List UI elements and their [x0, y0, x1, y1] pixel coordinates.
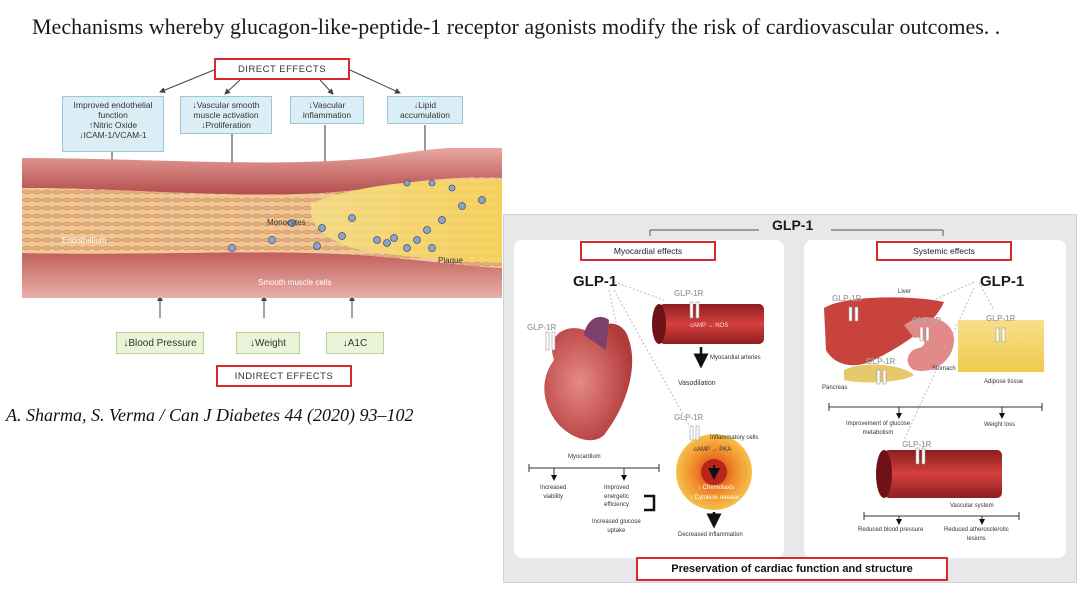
- systemic-effects-text: Systemic effects: [913, 246, 975, 256]
- systemic-receptor-stomach: GLP-1R: [912, 316, 942, 325]
- direct-box-4-line-2: accumulation: [399, 110, 451, 120]
- myocardial-effects-text: Myocardial effects: [613, 246, 683, 256]
- blood-pressure-text: ↓Blood Pressure: [123, 337, 197, 349]
- systemic-illustration: [824, 281, 1044, 525]
- myocardium-label: Myocardium: [568, 454, 601, 460]
- reduced-athero-line-2: lesions: [967, 535, 986, 542]
- efficiency-line-3: efficiency: [604, 502, 629, 508]
- systemic-effects-label: Systemic effects: [876, 241, 1012, 261]
- direct-box-1-line-1: Improved endothelial: [73, 100, 153, 110]
- liver-label: Liver: [898, 289, 912, 295]
- systemic-glp1: GLP-1: [980, 273, 1025, 290]
- direct-box-endothelial: Improved endothelial function ↑Nitric Ox…: [62, 96, 164, 152]
- indirect-effects-text: INDIRECT EFFECTS: [234, 370, 334, 382]
- slide-title: Mechanisms whereby glucagon-like-peptide…: [32, 14, 1001, 39]
- systemic-receptor-adipose: GLP-1R: [986, 314, 1016, 323]
- direct-box-smooth-muscle: ↓Vascular smooth muscle activation ↓Prol…: [180, 96, 272, 134]
- adipose-label: Adipose tissue: [984, 379, 1024, 385]
- direct-box-2-line-3: ↓Proliferation: [201, 120, 251, 130]
- preservation-text: Preservation of cardiac function and str…: [671, 563, 913, 575]
- smooth-muscle-label: Smooth muscle cells: [258, 278, 332, 287]
- glucose-uptake-line-1: Increased glucose: [592, 519, 641, 525]
- direct-box-1-line-4: ↓ICAM-1/VCAM-1: [79, 130, 147, 140]
- direct-box-4-line-1: ↓Lipid: [413, 100, 437, 110]
- glp1-header: GLP-1: [772, 217, 814, 233]
- indirect-box-a1c: ↓A1C: [326, 332, 384, 354]
- efficiency-line-1: Improved: [604, 485, 630, 491]
- increased-viability: Increased viability: [540, 484, 566, 501]
- chemotaxis-label: ↓ Chemotaxis: [698, 485, 735, 491]
- myocardial-glp1: GLP-1: [573, 273, 618, 290]
- systemic-receptor-liver: GLP-1R: [832, 294, 862, 303]
- indirect-box-blood-pressure: ↓Blood Pressure: [116, 332, 204, 354]
- glucose-metabolism-line-1: Improvement of glucose: [846, 421, 911, 427]
- direct-box-1-line-2: function: [98, 110, 128, 120]
- artery-caption: Myocardial arteries: [710, 355, 761, 361]
- direct-box-2-line-1: ↓Vascular smooth: [192, 100, 260, 110]
- indirect-effects-label: INDIRECT EFFECTS: [216, 365, 352, 387]
- systemic-receptor-vascular: GLP-1R: [902, 440, 932, 449]
- efficiency-line-2: energetic: [604, 493, 629, 500]
- glucose-uptake: Increased glucose uptake: [592, 518, 641, 535]
- glucose-uptake-line-2: uptake: [607, 527, 626, 534]
- cytokine-label: ↓ Cytokine release: [690, 495, 740, 501]
- weight-loss-label: Weight loss: [984, 422, 1015, 428]
- endothelium-label: Endothelium: [62, 236, 107, 245]
- weight-text: ↓Weight: [250, 337, 286, 349]
- decreased-inflammation: Decreased inflammation: [678, 532, 743, 538]
- indirect-box-weight: ↓Weight: [236, 332, 300, 354]
- reduced-bp-label: Reduced blood pressure: [858, 527, 924, 533]
- right-figure-lines: [649, 229, 944, 236]
- direct-box-inflammation: ↓Vascular inflammation: [290, 96, 364, 124]
- citation: A. Sharma, S. Verma / Can J Diabetes 44 …: [6, 405, 414, 425]
- direct-effects-label: DIRECT EFFECTS: [214, 58, 350, 80]
- myocardial-receptor-cell: GLP-1R: [674, 413, 704, 422]
- reduced-athero-label: Reduced atherosclerotic lesions: [944, 526, 1009, 543]
- vessel-illustration: [22, 148, 502, 298]
- reduced-athero-line-1: Reduced atherosclerotic: [944, 527, 1009, 533]
- plaque-label: Plaque: [438, 256, 463, 265]
- viability-line-1: Increased: [540, 485, 567, 491]
- glucose-metabolism-line-2: metabolism: [862, 429, 894, 436]
- a1c-text: ↓A1C: [342, 337, 368, 349]
- direct-box-3-line-2: inflammation: [302, 110, 352, 120]
- improved-efficiency: Improved energetic efficiency: [604, 484, 629, 510]
- pancreas-label: Pancreas: [822, 385, 848, 391]
- direct-box-2-line-2: muscle activation: [193, 110, 259, 120]
- inflammatory-cells-label: Inflammatory cells: [710, 435, 759, 441]
- direct-box-1-line-3: ↑Nitric Oxide: [88, 120, 138, 130]
- glucose-metabolism-label: Improvement of glucose metabolism: [846, 420, 910, 437]
- camp-pka-label: cAMP → PKA: [694, 447, 732, 453]
- vascular-system-label: Vascular system: [950, 503, 994, 509]
- myocardial-effects-label: Myocardial effects: [580, 241, 716, 261]
- viability-line-2: viability: [543, 493, 564, 500]
- direct-box-3-line-1: ↓Vascular: [308, 100, 346, 110]
- myocardial-illustration: [528, 281, 764, 529]
- monocytes-label: Monocytes: [267, 218, 306, 227]
- vasodilation-label: Vasodilation: [678, 380, 716, 387]
- artery-text: cAMP → NOS: [690, 323, 729, 329]
- myocardial-receptor-artery: GLP-1R: [674, 289, 704, 298]
- myocardial-receptor-heart: GLP-1R: [527, 323, 557, 332]
- direct-box-lipid: ↓Lipid accumulation: [387, 96, 463, 124]
- preservation-label: Preservation of cardiac function and str…: [636, 557, 948, 581]
- stomach-label: Stomach: [932, 366, 956, 372]
- direct-effects-text: DIRECT EFFECTS: [237, 63, 327, 75]
- systemic-receptor-pancreas: GLP-1R: [866, 357, 896, 366]
- systemic-card: [804, 240, 1066, 558]
